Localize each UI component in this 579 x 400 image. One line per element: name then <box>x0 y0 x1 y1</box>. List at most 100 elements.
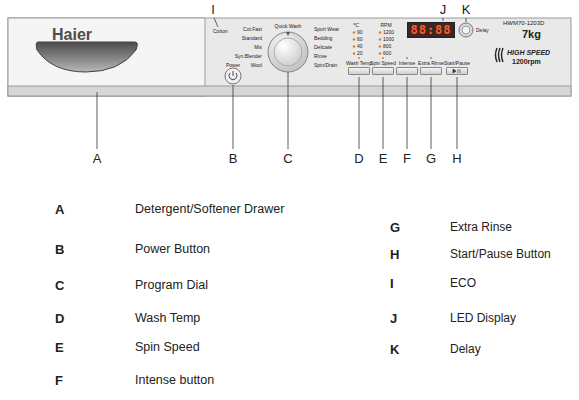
power-button <box>225 68 241 84</box>
delay-knob-inner <box>462 26 470 34</box>
key-name: Extra Rinse <box>450 221 512 233</box>
leader-line <box>443 18 444 21</box>
callout-letter: D <box>354 152 363 165</box>
button-label: Intense <box>399 61 415 66</box>
program-label: Delicate <box>314 45 332 50</box>
button-label: Spin Speed <box>370 61 396 66</box>
key-name: Detergent/Softener Drawer <box>135 203 284 216</box>
key-name: Intense button <box>135 374 214 387</box>
key-name: ECO <box>450 277 476 289</box>
key-name: Start/Pause Button <box>450 248 551 260</box>
indicator-dot <box>379 45 381 47</box>
key-name: Program Dial <box>135 279 208 292</box>
program-label: Standard <box>242 36 262 41</box>
callout-letter: B <box>229 152 238 165</box>
speed-value: 1200 <box>383 30 394 35</box>
indicator-dot <box>358 57 360 59</box>
control-button: Intense <box>395 61 419 75</box>
button-key <box>348 67 370 75</box>
brand-logo: Haier <box>52 27 92 43</box>
key-name: Power Button <box>135 243 210 256</box>
key-name: LED Display <box>450 312 516 324</box>
indicator-dot <box>406 57 408 59</box>
leader-line <box>383 77 384 149</box>
key-letter: K <box>390 343 399 356</box>
indicator-dot <box>353 52 355 54</box>
indicator-dot <box>382 57 384 59</box>
button-label: Start/Pause <box>444 61 470 66</box>
speed-marks <box>496 48 504 62</box>
callout-letter: J <box>440 3 447 16</box>
model-number: HWM70-1203D <box>503 20 544 26</box>
program-label: Rinse <box>314 54 327 59</box>
column-heading: RPM <box>380 23 391 28</box>
leader-line <box>431 77 432 149</box>
control-button: Wash Temp <box>345 61 373 75</box>
temperature-value: 90 <box>357 30 363 35</box>
program-label: Cot.Fast <box>243 27 262 32</box>
key-letter: A <box>55 203 64 216</box>
key-letter: D <box>55 312 64 325</box>
program-label: Mix <box>254 45 262 50</box>
column-heading: ℃ <box>353 23 359 29</box>
callout-letter: H <box>452 152 461 165</box>
indicator-dot <box>353 38 355 40</box>
power-icon <box>229 71 237 80</box>
indicator-dot <box>430 57 432 59</box>
control-button: Extra Rinse <box>417 61 445 75</box>
key-letter: F <box>55 374 63 387</box>
temperature-value: 20 <box>357 51 363 56</box>
key-letter: H <box>390 248 399 261</box>
button-key <box>446 67 468 75</box>
leader-line <box>407 77 408 149</box>
program-label: Cotton <box>213 29 228 34</box>
callout-letter: E <box>379 152 388 165</box>
leader-line <box>359 77 360 149</box>
leader-line <box>214 18 218 27</box>
leader-line <box>233 85 234 149</box>
speed-badge: HIGH SPEED <box>507 49 550 56</box>
delay-knob <box>459 23 473 37</box>
control-button: Spin Speed <box>369 61 397 75</box>
key-letter: C <box>55 279 64 292</box>
program-label: Bedding <box>314 36 332 41</box>
key-name: Delay <box>450 343 481 355</box>
capacity-label: 7kg <box>522 29 541 40</box>
callout-letter: F <box>403 152 411 165</box>
drawer-face <box>8 18 205 96</box>
indicator-dot <box>379 38 381 40</box>
key-letter: G <box>390 221 400 234</box>
callout-letter: A <box>93 152 102 165</box>
speed-value: 600 <box>383 51 391 56</box>
callout-letter: G <box>426 152 436 165</box>
button-caption: Power <box>226 63 240 68</box>
button-caption: Delay <box>476 28 489 33</box>
start-pause-button: Start/Pause <box>443 61 471 75</box>
key-letter: I <box>390 277 394 290</box>
panel-strip <box>8 86 571 96</box>
program-dial <box>268 32 308 72</box>
callout-letter: C <box>283 152 292 165</box>
leader-line <box>288 72 289 149</box>
program-label: Syn.Blender <box>235 54 262 59</box>
play-pause-icon <box>447 68 467 74</box>
leader-line <box>466 18 467 22</box>
key-letter: E <box>55 341 64 354</box>
program-label: Wool <box>251 63 262 68</box>
button-key <box>396 67 418 75</box>
speed-badge: 1200rpm <box>512 58 541 65</box>
dial-inner <box>274 38 302 66</box>
speed-value: 1000 <box>383 37 394 42</box>
key-letter: J <box>390 312 397 325</box>
led-display: 88:88 <box>407 22 454 38</box>
indicator-dot <box>379 52 381 54</box>
leader-line <box>97 92 98 149</box>
indicator-dot <box>353 45 355 47</box>
key-letter: B <box>55 243 64 256</box>
temperature-value: 40 <box>357 44 363 49</box>
button-label: Extra Rinse <box>418 61 444 66</box>
key-name: Spin Speed <box>135 341 200 354</box>
leader-lines <box>97 18 466 149</box>
panel-body <box>8 18 571 96</box>
